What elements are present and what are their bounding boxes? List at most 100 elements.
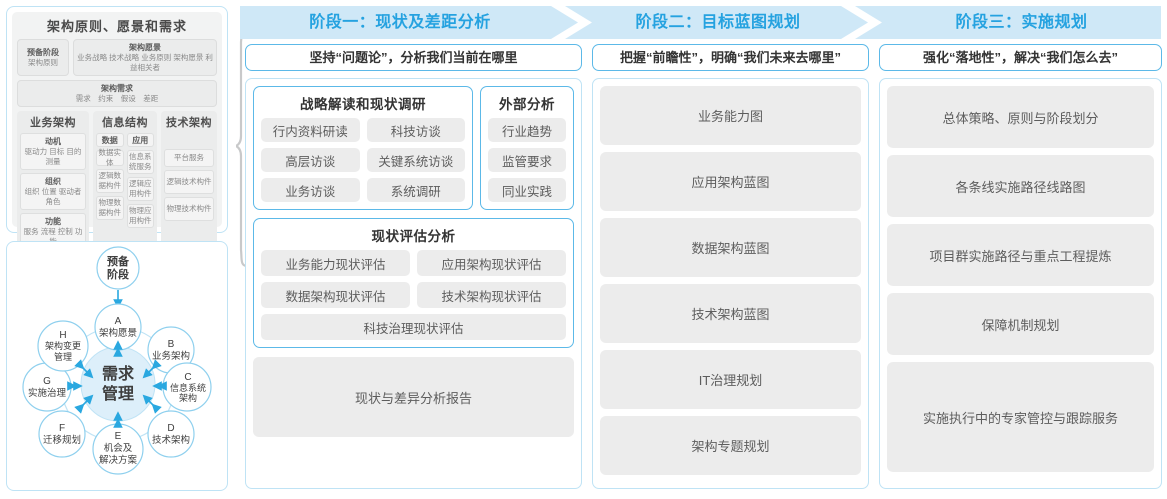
togaf-cell: 数据 — [96, 133, 124, 147]
cell-sub: 物理技术构件 — [166, 204, 212, 213]
togaf-req-head: 架构需求 — [101, 84, 133, 93]
phase-3-item-list: 总体策略、原则与阶段划分 各条线实施路径线路图 项目群实施路径与重点工程提炼 保… — [887, 86, 1154, 472]
togaf-cell: 物理数据构件 — [96, 196, 124, 220]
togaf-cell: 逻辑数据构件 — [96, 169, 124, 193]
cell-sub: 物理数据构件 — [98, 198, 122, 217]
togaf-col-title-information: 信息结构 — [102, 117, 148, 129]
svg-text:D: D — [167, 423, 174, 434]
chip-item[interactable]: 科技访谈 — [366, 118, 465, 142]
togaf-content-framework-card: 架构原则、愿景和需求 预备阶段 架构原则 架构愿景 业务战略 技术战略 业务原则… — [6, 6, 228, 295]
togaf-cell: 平台服务 — [164, 149, 214, 167]
svg-text:架构愿景: 架构愿景 — [99, 327, 137, 339]
togaf-column-information: 信息结构 数据 数据实体 逻辑数据构件 — [93, 111, 157, 253]
chip-item[interactable]: 业务访谈 — [261, 178, 360, 202]
chip-item[interactable]: 关键系统访谈 — [366, 148, 465, 172]
list-item[interactable]: 保障机制规划 — [887, 293, 1154, 355]
list-item[interactable]: 总体策略、原则与阶段划分 — [887, 86, 1154, 148]
svg-text:机会及: 机会及 — [104, 442, 133, 454]
phase-1-subtitle: 坚持“问题论”，分析我们当前在哪里 — [245, 44, 582, 71]
togaf-cell: 逻辑技术构件 — [164, 170, 214, 194]
cell-sub: 物理应用构件 — [129, 206, 152, 225]
togaf-cell: 逻辑应用构件 — [126, 177, 154, 201]
adm-center-line2: 管理 — [102, 384, 134, 403]
togaf-vision-sub: 业务战略 技术战略 业务原则 架构愿景 利益相关者 — [77, 53, 213, 72]
cell-head: 组织 — [45, 177, 61, 186]
cell-head: 应用 — [132, 135, 149, 145]
svg-text:迁移规划: 迁移规划 — [43, 434, 81, 446]
list-item[interactable]: 架构专题规划 — [600, 416, 861, 475]
chip-gap-analysis-report[interactable]: 现状与差异分析报告 — [253, 357, 574, 437]
group-current-state-assessment: 现状评估分析 业务能力现状评估 应用架构现状评估 数据架构现状评估 技术架构现状… — [253, 218, 574, 348]
togaf-row-1: 预备阶段 架构原则 架构愿景 业务战略 技术战略 业务原则 架构愿景 利益相关者 — [17, 39, 217, 76]
svg-text:管理: 管理 — [54, 351, 72, 362]
chip-item[interactable]: 行内资料研读 — [261, 118, 360, 142]
togaf-req-sub: 需求 约束 假设 差距 — [75, 94, 159, 103]
phase-column-3: 强化“落地性”，解决“我们怎么去” 总体策略、原则与阶段划分 各条线实施路径线路… — [879, 44, 1162, 489]
svg-text:F: F — [59, 423, 65, 434]
list-item[interactable]: 应用架构蓝图 — [600, 152, 861, 211]
phase-header-2: 阶段二：目标蓝图规划 — [635, 14, 801, 31]
chip-item[interactable]: 高层访谈 — [261, 148, 360, 172]
list-item[interactable]: IT治理规划 — [600, 350, 861, 409]
chip-item[interactable]: 业务能力现状评估 — [261, 250, 410, 276]
phase-column-1: 坚持“问题论”，分析我们当前在哪里 战略解读和现状调研 行内资料研读 科技访谈 … — [245, 44, 582, 489]
list-item[interactable]: 各条线实施路径线路图 — [887, 155, 1154, 217]
chip-item[interactable]: 科技治理现状评估 — [261, 314, 566, 340]
cell-head: 数据 — [101, 135, 118, 145]
phase-header-band: 阶段一：现状及差距分析 阶段二：目标蓝图规划 阶段三：实施规划 — [240, 6, 1161, 39]
togaf-row-2: 架构需求 需求 约束 假设 差距 — [17, 80, 217, 107]
list-item[interactable]: 项目群实施路径与重点工程提炼 — [887, 224, 1154, 286]
togaf-requirements-box: 架构需求 需求 约束 假设 差距 — [17, 80, 217, 107]
phase-1-top-groups: 战略解读和现状调研 行内资料研读 科技访谈 高层访谈 关键系统访谈 业务访谈 系… — [253, 86, 574, 210]
togaf-vision-box: 架构愿景 业务战略 技术战略 业务原则 架构愿景 利益相关者 — [73, 39, 217, 76]
chip-item[interactable]: 监管要求 — [488, 148, 566, 172]
svg-text:阶段: 阶段 — [107, 267, 129, 281]
togaf-col-title-technology: 技术架构 — [166, 117, 212, 129]
list-item[interactable]: 业务能力图 — [600, 86, 861, 145]
togaf-columns: 业务架构 动机 驱动力 目标 目的 测量 组织 组织 位置 驱动者 角色 — [17, 111, 217, 253]
cell-sub: 平台服务 — [174, 153, 204, 162]
chip-item[interactable]: 同业实践 — [488, 178, 566, 202]
phase-3-body: 总体策略、原则与阶段划分 各条线实施路径线路图 项目群实施路径与重点工程提炼 保… — [879, 78, 1162, 489]
cell-sub: 逻辑技术构件 — [166, 177, 212, 186]
togaf-title: 架构原则、愿景和需求 — [46, 19, 187, 34]
group-strategy-title: 战略解读和现状调研 — [300, 97, 426, 112]
togaf-cell: 信息系统服务 — [126, 150, 154, 174]
list-item[interactable]: 数据架构蓝图 — [600, 218, 861, 277]
togaf-cell: 物理应用构件 — [126, 204, 154, 228]
adm-center-line1: 需求 — [102, 364, 135, 383]
chip-item[interactable]: 系统调研 — [366, 178, 465, 202]
chip-item[interactable]: 技术架构现状评估 — [417, 282, 566, 308]
togaf-cell: 动机 驱动力 目标 目的 测量 — [20, 133, 86, 170]
phase-3-subtitle: 强化“落地性”，解决“我们怎么去” — [879, 44, 1162, 71]
chip-item[interactable]: 应用架构现状评估 — [417, 250, 566, 276]
group-strategy-research: 战略解读和现状调研 行内资料研读 科技访谈 高层访谈 关键系统访谈 业务访谈 系… — [253, 86, 473, 210]
chip-item[interactable]: 行业趋势 — [488, 118, 566, 142]
phase-2-subtitle: 把握“前瞻性”，明确“我们未来去哪里” — [592, 44, 869, 71]
cell-sub: 逻辑应用构件 — [129, 179, 152, 198]
left-column: 架构原则、愿景和需求 预备阶段 架构原则 架构愿景 业务战略 技术战略 业务原则… — [6, 6, 249, 493]
togaf-prep-box: 预备阶段 架构原则 — [17, 39, 69, 76]
svg-text:架构变更: 架构变更 — [45, 340, 81, 351]
togaf-column-technology: 技术架构 平台服务 逻辑技术构件 物理技术构件 — [161, 111, 217, 253]
svg-text:预备: 预备 — [107, 254, 130, 268]
cell-sub: 组织 位置 驱动者 角色 — [24, 187, 82, 206]
chip-item[interactable]: 数据架构现状评估 — [261, 282, 410, 308]
phase-1-body: 战略解读和现状调研 行内资料研读 科技访谈 高层访谈 关键系统访谈 业务访谈 系… — [245, 78, 582, 489]
phase-column-2: 把握“前瞻性”，明确“我们未来去哪里” 业务能力图 应用架构蓝图 数据架构蓝图 … — [592, 44, 869, 489]
togaf-cell: 组织 组织 位置 驱动者 角色 — [20, 173, 86, 210]
svg-text:A: A — [115, 316, 122, 327]
adm-cycle-svg: 需求 管理 预备 阶段 A 架构愿景 B 业务架构 C 信息系统 架构 — [22, 246, 212, 475]
togaf-cell: 数据实体 — [96, 148, 124, 167]
svg-text:B: B — [168, 339, 175, 350]
svg-text:G: G — [43, 376, 51, 387]
togaf-prep-sub: 架构原则 — [28, 58, 58, 67]
phase-header-3: 阶段三：实施规划 — [955, 14, 1088, 31]
cell-head: 功能 — [45, 217, 61, 226]
cell-sub: 驱动力 目标 目的 测量 — [24, 147, 82, 166]
togaf-vision-head: 架构愿景 — [129, 43, 161, 52]
list-item[interactable]: 实施执行中的专家管控与跟踪服务 — [887, 362, 1154, 472]
svg-text:C: C — [184, 372, 191, 383]
list-item[interactable]: 技术架构蓝图 — [600, 284, 861, 343]
